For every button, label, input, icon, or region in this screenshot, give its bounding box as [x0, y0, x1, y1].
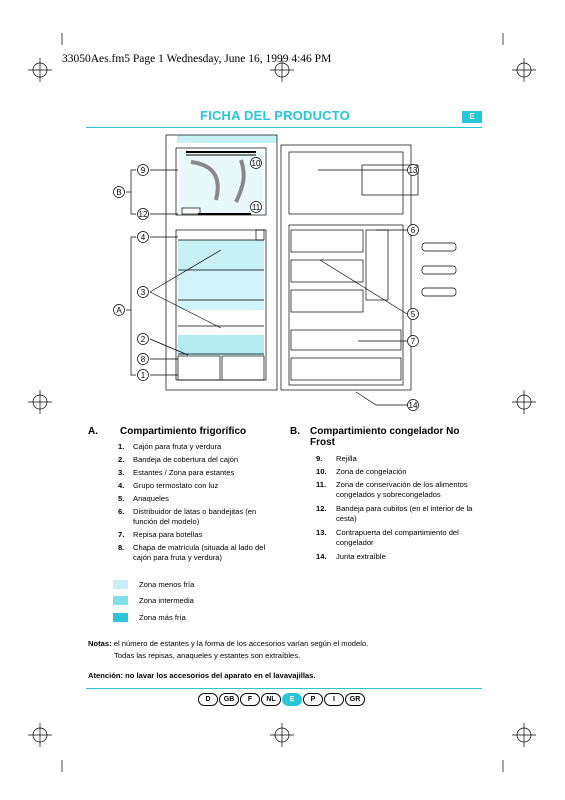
legend-label: Zona más fría [139, 613, 186, 622]
svg-text:3: 3 [141, 288, 146, 297]
section-a-list: 1.Cajón para fruta y verdura 2.Bandeja d… [118, 442, 278, 582]
callout-14: 14 [407, 399, 419, 411]
lang-NL[interactable]: NL [261, 693, 281, 706]
callout-10: 10 [250, 157, 262, 169]
lang-I[interactable]: I [324, 693, 344, 706]
notes-line-1: Notas: el número de estantes y la forma … [88, 639, 488, 648]
cabinet-left [165, 134, 278, 391]
lang-GR[interactable]: GR [345, 693, 365, 706]
svg-text:11: 11 [252, 203, 261, 212]
callout-2: 2 [137, 333, 149, 345]
language-selector: D GB F NL E P I GR [198, 693, 365, 706]
legend-label: Zona intermedia [139, 596, 194, 605]
legend-swatch-intermediate [113, 596, 128, 605]
section-a-letter: A. [88, 426, 98, 437]
svg-text:6: 6 [411, 226, 416, 235]
list-item: 8.Chapa de matrícula (situada al lado de… [118, 543, 266, 562]
cabinet-door [280, 144, 412, 391]
registration-mark-top-right [512, 58, 536, 82]
group-label-A: A [113, 304, 125, 316]
svg-text:8: 8 [141, 355, 146, 364]
svg-text:5: 5 [411, 310, 416, 319]
callout-1: 1 [137, 369, 149, 381]
freezer-zone-fill [177, 135, 277, 143]
svg-text:12: 12 [139, 210, 148, 219]
callout-8: 8 [137, 353, 149, 365]
callout-9: 9 [137, 164, 149, 176]
registration-mark-bottom-left [28, 723, 52, 747]
page-title: FICHA DEL PRODUCTO [200, 108, 350, 123]
diagram-callouts: 9 10 11 12 4 3 2 8 1 13 6 5 7 14 B A [113, 157, 419, 411]
registration-mark-top-center [270, 58, 294, 82]
bottom-rule [86, 688, 482, 689]
list-item: 12.Bandeja para cubitos (en el interior … [316, 504, 473, 523]
notes-text: el número de estantes y la forma de los … [111, 639, 369, 648]
callout-13: 13 [407, 164, 419, 176]
callout-6: 6 [407, 224, 419, 236]
notes-line-2: Todas las repisas, anaqueles y estantes … [114, 651, 301, 660]
registration-mark-mid-left [28, 390, 52, 414]
callout-11: 11 [250, 201, 262, 213]
callout-3: 3 [137, 286, 149, 298]
legend-swatch-coldest [113, 613, 128, 622]
legend-swatch-least-cold [113, 580, 128, 589]
fridge-diagram [126, 134, 457, 406]
registration-mark-mid-right [512, 390, 536, 414]
svg-text:9: 9 [141, 166, 146, 175]
section-b-list: 9.Rejilla 10.Zona de congelación 11.Zona… [316, 454, 486, 574]
svg-text:7: 7 [411, 337, 416, 346]
notes-label: Notas: [88, 639, 112, 648]
svg-text:10: 10 [252, 159, 261, 168]
svg-text:4: 4 [141, 233, 146, 242]
legend-label: Zona menos fría [139, 580, 195, 589]
registration-mark-top-left [28, 58, 52, 82]
registration-mark-bottom-center [270, 723, 294, 747]
svg-text:13: 13 [409, 166, 418, 175]
lang-F[interactable]: F [240, 693, 260, 706]
title-rule [86, 127, 482, 128]
group-label-B: B [113, 186, 125, 198]
print-header: 33050Aes.fm5 Page 1 Wednesday, June 16, … [62, 53, 332, 65]
lang-P[interactable]: P [303, 693, 323, 706]
section-a-heading: Compartimiento frigorífico [120, 426, 247, 437]
list-item: 13.Contrapuerta del compartimiento del c… [316, 528, 459, 547]
callout-7: 7 [407, 335, 419, 347]
lang-GB[interactable]: GB [219, 693, 239, 706]
svg-text:14: 14 [409, 401, 418, 410]
svg-text:2: 2 [141, 335, 146, 344]
lang-D[interactable]: D [198, 693, 218, 706]
section-b-heading: Compartimiento congelador No Frost [310, 426, 460, 448]
language-badge: E [462, 111, 482, 123]
svg-text:B: B [116, 188, 121, 197]
registration-mark-bottom-right [512, 723, 536, 747]
list-item: 11.Zona de conservación de los alimentos… [316, 480, 468, 499]
callout-12: 12 [137, 208, 149, 220]
lang-E[interactable]: E [282, 693, 302, 706]
warning: Atención: no lavar los accesorios del ap… [88, 671, 316, 680]
section-b-letter: B. [290, 426, 300, 437]
callout-4: 4 [137, 231, 149, 243]
svg-text:1: 1 [141, 371, 146, 380]
svg-text:A: A [116, 306, 122, 315]
callout-5: 5 [407, 308, 419, 320]
list-item: 6.Distribuidor de latas o bandejitas (en… [118, 507, 257, 526]
